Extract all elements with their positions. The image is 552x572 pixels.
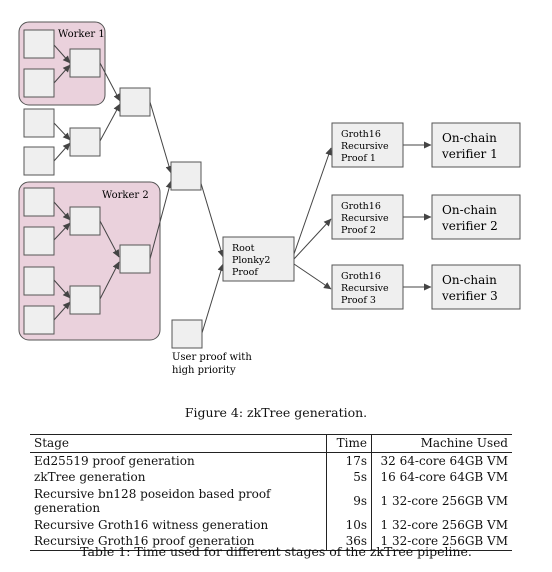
cell-stage: Recursive Groth16 witness generation bbox=[34, 517, 269, 532]
figure-caption: Figure 4: zkTree generation. bbox=[184, 405, 368, 420]
root-node bbox=[222, 236, 295, 282]
svg-text:Groth16 Recursive: Groth16 Recursive Proof 1 bbox=[341, 129, 392, 164]
groth16-proof-1 bbox=[331, 122, 404, 168]
worker-1-label: Worker 1 bbox=[58, 29, 105, 40]
worker1-leaf-2 bbox=[23, 68, 55, 98]
header-machine: Machine Used bbox=[371, 434, 512, 453]
root-label: Root Plonky2 Proof bbox=[232, 243, 273, 278]
table-row: Recursive bn128 poseidon based proof gen… bbox=[30, 485, 512, 517]
cell-stage: Recursive bn128 poseidon based proof gen… bbox=[34, 486, 271, 516]
worker2-leaf-4 bbox=[23, 305, 55, 335]
worker2-merge-2 bbox=[69, 285, 101, 315]
groth16-proof-3 bbox=[331, 264, 404, 310]
cell-stage: Ed25519 proof generation bbox=[34, 453, 195, 468]
worker-2-label: Worker 2 bbox=[102, 190, 149, 201]
worker2-leaf-1 bbox=[23, 187, 55, 217]
svg-text:Groth16 Recursive: Groth16 Recursive Proof 2 bbox=[341, 201, 392, 236]
worker1-merge bbox=[69, 48, 101, 78]
cell-time: 5s bbox=[326, 469, 372, 486]
middle-leaf-1 bbox=[23, 108, 55, 138]
cell-time: 36s bbox=[326, 533, 372, 551]
table-caption: Table 1: Time used for different stages … bbox=[80, 544, 472, 559]
cell-time: 9s bbox=[326, 485, 372, 517]
stage-time-table: Stage Time Machine Used Ed25519 proof ge… bbox=[30, 434, 512, 551]
table-header-row: Stage Time Machine Used bbox=[30, 434, 512, 453]
worker1-leaf-1 bbox=[23, 29, 55, 59]
table-row: Recursive Groth16 proof generation 36s 1… bbox=[30, 533, 512, 551]
proof-nodes bbox=[23, 29, 203, 349]
cell-machine: 1 32-core 256GB VM bbox=[380, 517, 508, 532]
svg-text:On-chain verifier 2: On-chain verifier 2 bbox=[441, 203, 501, 233]
verifier-3 bbox=[431, 264, 521, 310]
user-proof-node bbox=[171, 319, 203, 349]
svg-text:On-chain verifier 3: On-chain verifier 3 bbox=[441, 273, 501, 303]
cell-machine: 32 64-core 64GB VM bbox=[380, 453, 508, 468]
worker2-merge-1 bbox=[69, 206, 101, 236]
verifier-2 bbox=[431, 194, 521, 240]
level3-node bbox=[170, 161, 202, 191]
table-row: Recursive Groth16 witness generation 10s… bbox=[30, 516, 512, 533]
cell-time: 10s bbox=[326, 516, 372, 533]
cell-stage: Recursive Groth16 proof generation bbox=[30, 533, 327, 551]
svg-text:Groth16 Recursive: Groth16 Recursive Proof 3 bbox=[341, 271, 392, 306]
cell-machine: 16 64-core 64GB VM bbox=[380, 470, 508, 484]
groth16-proofs: Groth16 Recursive Proof 1 Groth16 Recurs… bbox=[331, 122, 404, 310]
cell-time: 17s bbox=[326, 452, 372, 469]
groth16-proof-2 bbox=[331, 194, 404, 240]
worker2-leaf-3 bbox=[23, 266, 55, 296]
middle-merge bbox=[69, 127, 101, 157]
onchain-verifiers: On-chain verifier 1 On-chain verifier 2 … bbox=[431, 122, 521, 310]
table-row: Ed25519 proof generation 17s 32 64-core … bbox=[30, 452, 512, 469]
worker2-leaf-2 bbox=[23, 226, 55, 256]
cell-machine: 1 32-core 256GB VM bbox=[380, 493, 508, 508]
table-row: zkTree generation 5s 16 64-core 64GB VM bbox=[30, 469, 512, 486]
zktree-diagram: Worker 1 Worker 2 bbox=[18, 21, 521, 376]
worker-2-group bbox=[18, 181, 161, 341]
verifier-1 bbox=[431, 122, 521, 168]
user-proof-label: User proof with high priority bbox=[172, 352, 255, 376]
svg-text:On-chain verifier 1: On-chain verifier 1 bbox=[441, 131, 501, 161]
middle-leaf-2 bbox=[23, 146, 55, 176]
header-time: Time bbox=[326, 434, 372, 453]
header-stage: Stage bbox=[30, 434, 327, 453]
level2-node-upper bbox=[119, 87, 151, 117]
cell-machine: 1 32-core 256GB VM bbox=[371, 533, 512, 551]
level2-node-lower bbox=[119, 244, 151, 274]
cell-stage: zkTree generation bbox=[34, 470, 146, 484]
tree-edges bbox=[53, 44, 432, 334]
